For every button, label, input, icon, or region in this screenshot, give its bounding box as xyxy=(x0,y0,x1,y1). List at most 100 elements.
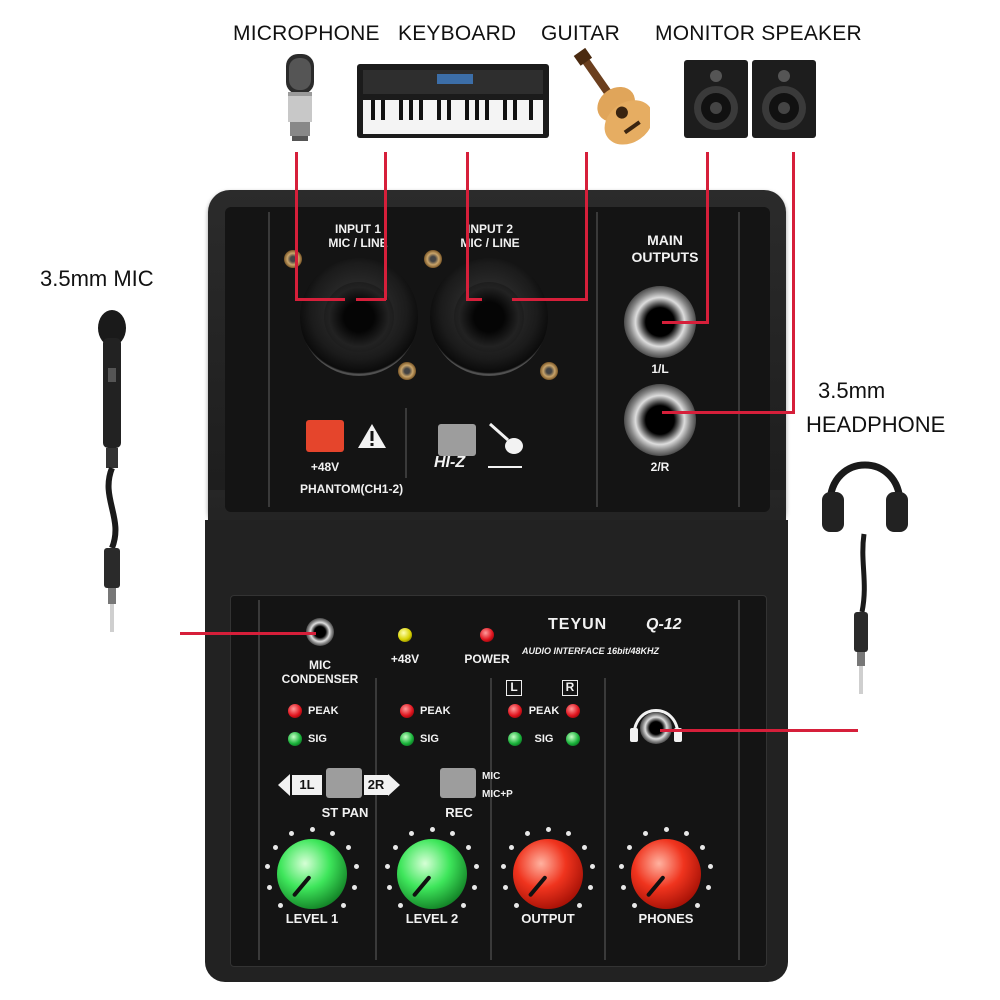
scale-dot xyxy=(352,885,358,891)
scale-dot xyxy=(329,831,335,837)
level2-scale xyxy=(384,826,480,922)
st-pan-switch-frame xyxy=(278,774,400,796)
scale-dot xyxy=(449,831,455,837)
ch2-sig-led xyxy=(400,732,414,746)
meter-l-label: L xyxy=(510,680,518,694)
model-name: Q-12 xyxy=(646,616,682,633)
cable-speaker-r xyxy=(662,411,795,414)
pan-2r-label: 2R xyxy=(367,777,385,792)
scale-dot xyxy=(501,864,507,870)
ch1-peak-led xyxy=(288,704,302,718)
scale-dot xyxy=(341,903,347,909)
scale-dot xyxy=(565,831,571,837)
phantom-label: PHANTOM(CH1-2) xyxy=(300,482,404,496)
scale-dot xyxy=(465,845,471,851)
phones-scale xyxy=(618,826,714,922)
ch2-peak-led xyxy=(400,704,414,718)
brand-name: TEYUN xyxy=(548,616,608,633)
hiz-button[interactable] xyxy=(438,424,476,456)
ch1-sig-label: SIG xyxy=(308,733,327,745)
out-l-sig-led xyxy=(508,732,522,746)
keyboard-icon xyxy=(357,64,549,138)
ch1-peak-label: PEAK xyxy=(308,705,339,717)
scale-dot xyxy=(397,903,403,909)
ch1-sig-led xyxy=(288,732,302,746)
scale-dot xyxy=(581,845,587,851)
scale-dot xyxy=(699,845,705,851)
main-outputs-label-2: OUTPUTS xyxy=(631,249,699,265)
scale-dot xyxy=(643,831,649,837)
mic-condenser-label: MIC xyxy=(309,658,331,672)
meter-r-label: R xyxy=(565,680,575,694)
scale-dot xyxy=(345,845,351,851)
screw xyxy=(398,362,416,380)
level1-knob[interactable] xyxy=(277,839,347,909)
pan-1l-label: 1L xyxy=(299,777,315,792)
screw xyxy=(284,250,302,268)
guitar-icon xyxy=(573,47,650,145)
output-2r-jack[interactable] xyxy=(624,384,696,456)
scale-dot xyxy=(386,885,392,891)
cable-guitar xyxy=(585,152,588,300)
input1-combo-jack[interactable] xyxy=(300,258,418,376)
level1-scale xyxy=(264,826,360,922)
divider xyxy=(604,678,606,960)
led-48v xyxy=(398,628,412,642)
out-sig-label: SIG xyxy=(534,733,554,745)
phones-knob[interactable] xyxy=(631,839,701,909)
label-headphone: HEADPHONE xyxy=(806,412,946,437)
divider xyxy=(490,678,492,960)
st-pan-button[interactable] xyxy=(326,768,362,798)
label-35mm: 3.5mm xyxy=(818,378,886,403)
cable-35mm-mic xyxy=(180,632,316,635)
divider xyxy=(375,678,377,960)
output-knob[interactable] xyxy=(513,839,583,909)
speaker-icon xyxy=(684,60,748,138)
scale-dot xyxy=(266,885,272,891)
scale-dot xyxy=(472,885,478,891)
scale-dot xyxy=(589,864,595,870)
input2-combo-jack[interactable] xyxy=(430,258,548,376)
phones-jack[interactable] xyxy=(640,712,672,744)
input2-type-label: MIC / LINE xyxy=(460,236,520,250)
cable-microphone xyxy=(295,152,298,300)
microphone-icon xyxy=(286,54,314,141)
scale-dot xyxy=(461,903,467,909)
ch2-sig-label: SIG xyxy=(420,733,439,745)
scale-dot xyxy=(683,831,689,837)
level2-knob[interactable] xyxy=(397,839,467,909)
scale-dot xyxy=(409,831,415,837)
input1-type-label: MIC / LINE xyxy=(328,236,388,250)
output-2r-label: 2/R xyxy=(650,460,670,474)
headphones-icon xyxy=(822,461,908,694)
rec-mode-button[interactable] xyxy=(440,768,476,798)
scale-dot xyxy=(273,845,279,851)
label-microphone: MICROPHONE xyxy=(233,22,380,45)
scale-dot xyxy=(619,864,625,870)
label-keyboard: KEYBOARD xyxy=(398,22,517,45)
cable-keyboard-2 xyxy=(466,152,469,300)
divider xyxy=(268,212,270,507)
divider xyxy=(596,212,598,507)
phantom-48v-button[interactable] xyxy=(306,420,344,452)
phantom-48v-label: +48V xyxy=(310,460,340,474)
level1-label: LEVEL 1 xyxy=(285,911,339,926)
divider xyxy=(738,600,740,960)
scale-dot xyxy=(309,826,315,832)
warning-icon xyxy=(358,424,386,448)
scale-dot xyxy=(265,864,271,870)
scale-dot xyxy=(473,864,479,870)
mic-condenser-label-2: CONDENSER xyxy=(281,672,359,686)
scale-dot xyxy=(588,885,594,891)
label-guitar: GUITAR xyxy=(541,22,620,45)
out-r-peak-led xyxy=(566,704,580,718)
cable-keyboard xyxy=(356,298,386,301)
scale-dot xyxy=(695,903,701,909)
guitar-icon xyxy=(489,422,523,454)
main-outputs-label: MAIN xyxy=(647,232,683,248)
label-35mm-mic: 3.5mm MIC xyxy=(40,266,154,291)
rec-micp-label: MIC+P xyxy=(482,789,513,800)
meter-r-box xyxy=(562,680,578,696)
speaker-icon xyxy=(752,60,816,138)
cable-keyboard xyxy=(384,152,387,300)
